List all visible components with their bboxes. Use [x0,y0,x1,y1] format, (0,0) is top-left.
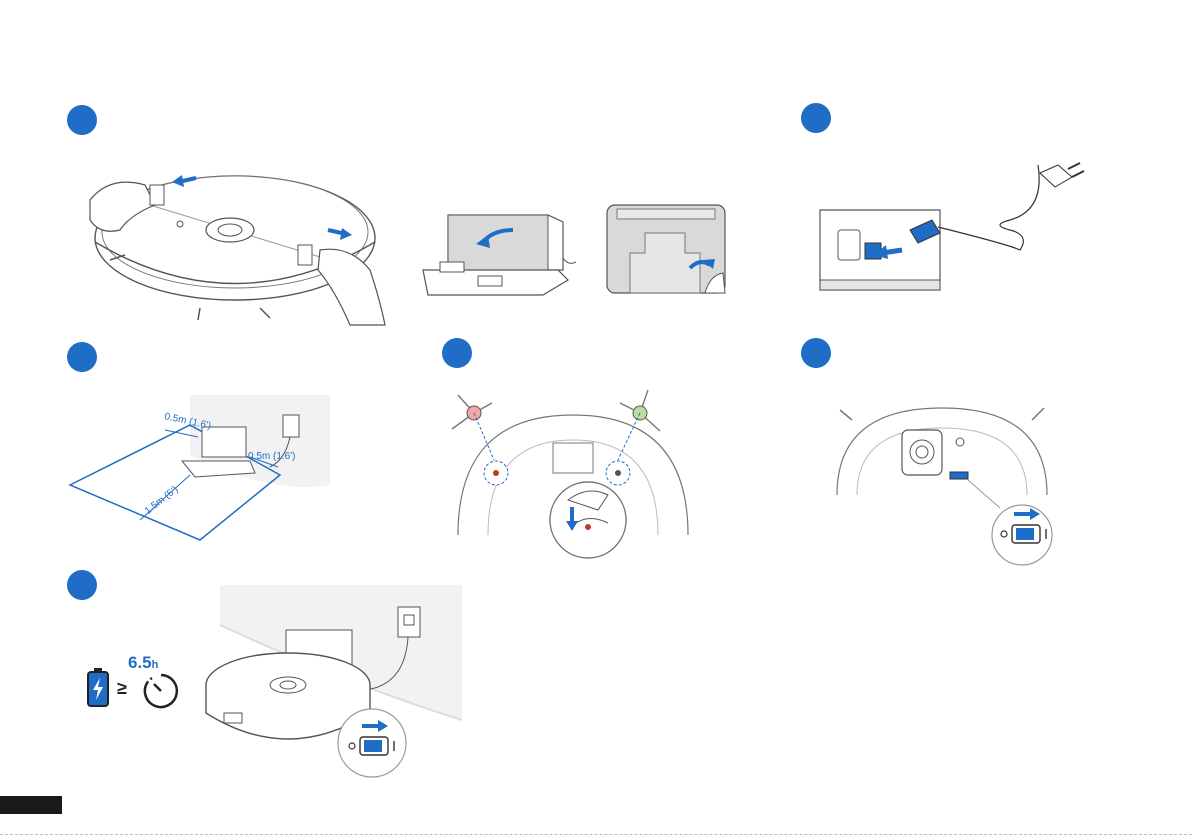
power-cord-illustration [810,155,1095,300]
timer-icon [142,672,180,710]
step-2-marker [801,103,831,133]
step-4-marker [442,338,472,368]
robot-charging-illustration [200,585,462,780]
step-6-marker [67,570,97,600]
charge-time-unit: h [152,659,159,671]
side-brush-install-illustration [448,385,698,555]
step-3-marker [67,342,97,372]
battery-charging-icon [86,668,112,708]
power-switch-icon-charging [344,717,404,757]
dock-peel-film-illustration [418,200,578,310]
clearance-right-label: 0.5m (1.6') [248,451,295,462]
step-1-marker [67,105,97,135]
step-5-marker [801,338,831,368]
dock-placement-illustration [70,385,340,545]
page-tab-marker [0,796,62,814]
charge-operator: ≥ [117,678,127,699]
perforation-line [0,834,1192,835]
dock-back-illustration [605,203,730,298]
robot-top-illustration [80,160,400,330]
power-switch-icon [996,505,1056,545]
charge-time-number: 6.5 [128,653,152,672]
charge-time-value: 6.5h [128,653,158,673]
